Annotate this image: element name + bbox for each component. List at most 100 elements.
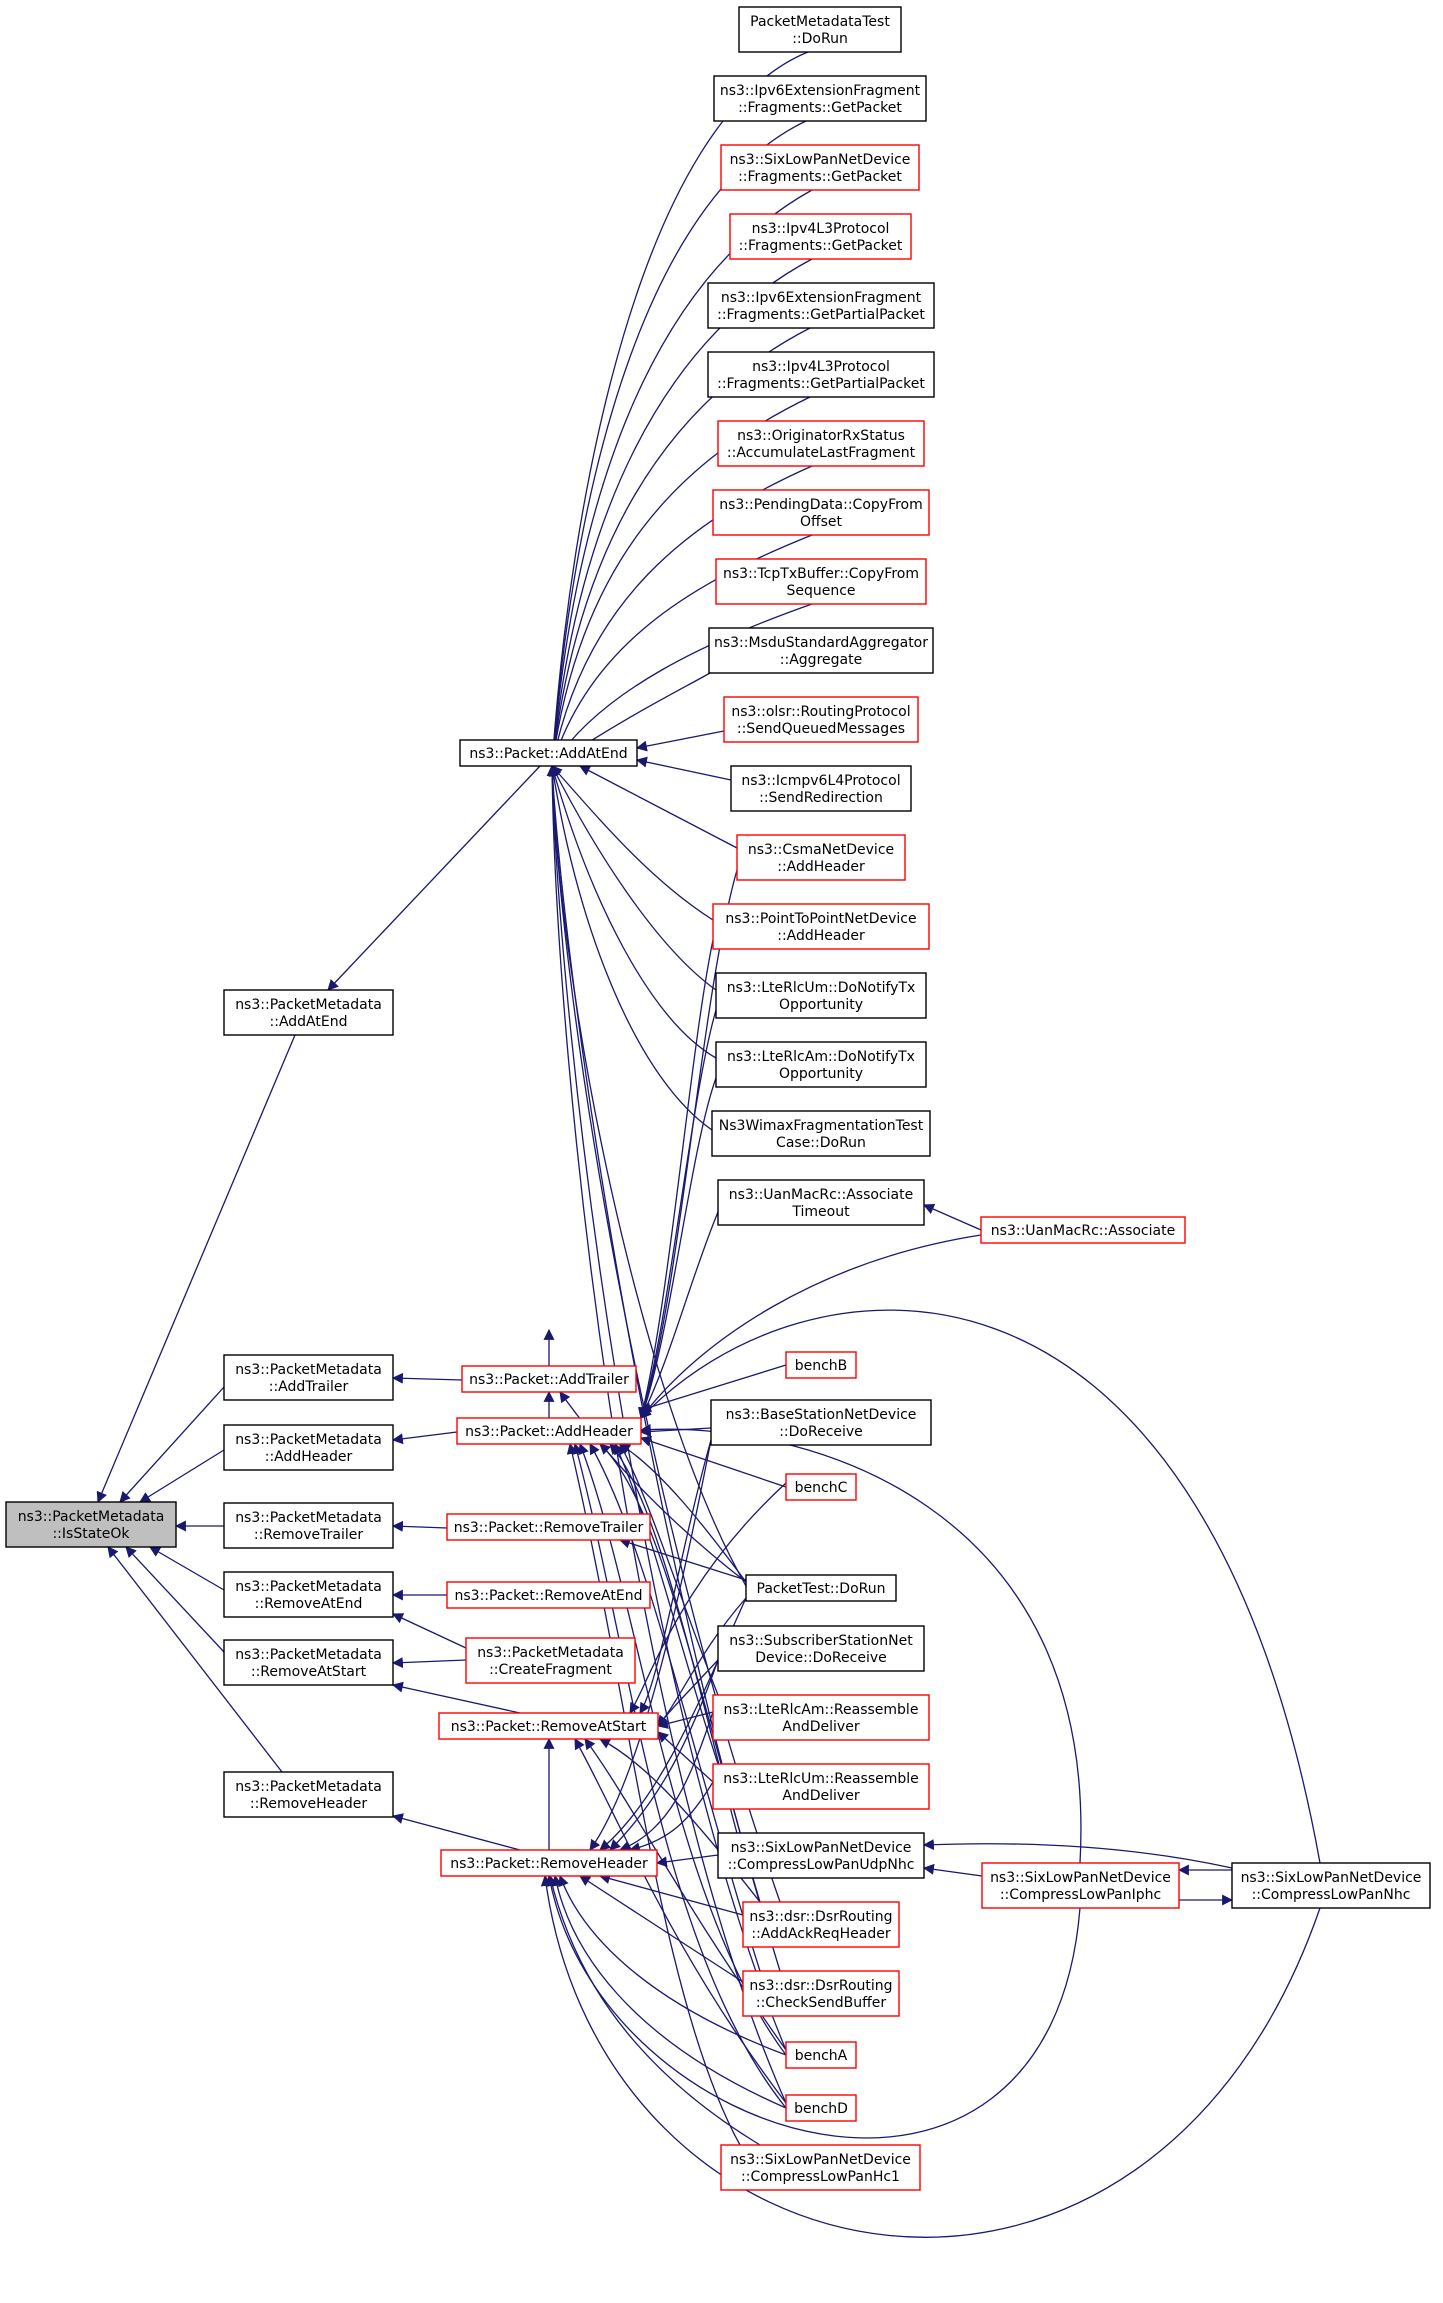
node-box: [715, 558, 927, 605]
node-sixlow-iphc[interactable]: ns3::SixLowPanNetDevice::CompressLowPanI…: [981, 1862, 1180, 1909]
node-box: [712, 489, 930, 536]
node-label: ns3::LteRlcAm::DoNotifyTx: [727, 1049, 915, 1065]
node-packet-test-do-run[interactable]: PacketTest::DoRun: [745, 1574, 897, 1602]
node-label: Sequence: [786, 583, 855, 599]
node-dsr-check-send[interactable]: ns3::dsr::DsrRouting::CheckSendBuffer: [742, 1970, 900, 2017]
node-is-state-ok[interactable]: ns3::PacketMetadata::IsStateOk: [5, 1501, 177, 1548]
node-pm-remove-at-end[interactable]: ns3::PacketMetadata::RemoveAtEnd: [223, 1571, 394, 1618]
node-label: ns3::Packet::RemoveAtStart: [451, 1719, 647, 1735]
node-ipv6-ext-get-partial[interactable]: ns3::Ipv6ExtensionFragment::Fragments::G…: [707, 282, 935, 329]
node-sixlow-hc1[interactable]: ns3::SixLowPanNetDevice::CompressLowPanH…: [720, 2144, 921, 2191]
node-p-remove-at-start[interactable]: ns3::Packet::RemoveAtStart: [438, 1712, 659, 1740]
node-box: [736, 834, 906, 881]
node-box: [223, 1354, 394, 1401]
node-sixlow-udp-nhc[interactable]: ns3::SixLowPanNetDevice::CompressLowPanU…: [717, 1832, 925, 1879]
node-label: ::CompressLowPanHc1: [741, 2169, 900, 2185]
node-bs-do-receive[interactable]: ns3::BaseStationNetDevice::DoReceive: [710, 1399, 932, 1446]
node-label: ns3::Ipv4L3Protocol: [752, 221, 890, 237]
node-p-remove-header[interactable]: ns3::Packet::RemoveHeader: [440, 1849, 658, 1877]
node-box: [707, 351, 935, 398]
edge-pm-create-fragment-to-pm-remove-at-start: [391, 1657, 467, 1669]
node-ss-do-receive[interactable]: ns3::SubscriberStationNetDevice::DoRecei…: [717, 1625, 925, 1672]
node-label: ns3::PacketMetadata: [235, 1362, 382, 1378]
node-p2p-add-header[interactable]: ns3::PointToPointNetDevice::AddHeader: [712, 903, 930, 950]
node-icmpv6-send-redirection[interactable]: ns3::Icmpv6L4Protocol::SendRedirection: [730, 765, 912, 812]
node-label: Device::DoReceive: [755, 1650, 886, 1666]
node-pm-remove-at-start[interactable]: ns3::PacketMetadata::RemoveAtStart: [223, 1639, 394, 1686]
edge-bench-d-to-remove-header: [551, 1874, 787, 2109]
node-box: [710, 1399, 932, 1446]
node-label: ::IsStateOk: [52, 1526, 130, 1542]
node-originator-accumulate[interactable]: ns3::OriginatorRxStatus::AccumulateLastF…: [717, 420, 925, 467]
node-p-remove-at-end[interactable]: ns3::Packet::RemoveAtEnd: [446, 1581, 651, 1609]
node-box: [711, 1110, 931, 1157]
node-bench-b[interactable]: benchB: [785, 1351, 857, 1379]
node-bench-c[interactable]: benchC: [785, 1473, 857, 1501]
edge-lte-am-to-add-header: [639, 1077, 717, 1420]
node-label: ns3::PacketMetadata: [235, 997, 382, 1013]
node-layer: ns3::PacketMetadata::IsStateOkns3::Packe…: [5, 6, 1431, 2191]
node-pm-add-header[interactable]: ns3::PacketMetadata::AddHeader: [223, 1424, 394, 1471]
edge-p-add-trailer-to-pm-add-trailer: [391, 1372, 463, 1384]
node-ipv6-ext-get-packet[interactable]: ns3::Ipv6ExtensionFragment::Fragments::G…: [713, 75, 927, 122]
node-label: ::AddHeader: [777, 928, 865, 944]
node-sixlow-nhc[interactable]: ns3::SixLowPanNetDevice::CompressLowPanN…: [1231, 1862, 1431, 1909]
node-olsr-send-queued[interactable]: ns3::olsr::RoutingProtocol::SendQueuedMe…: [723, 696, 919, 743]
node-bench-d[interactable]: benchD: [785, 2094, 857, 2122]
node-box: [980, 1216, 1186, 1244]
edge-packet-test-to-remove-trailer: [618, 1537, 747, 1581]
node-box: [720, 2144, 921, 2191]
edge-ss-receive-to-remove-header: [609, 1659, 719, 1851]
node-label: Opportunity: [779, 997, 863, 1013]
edge-pm-remove-header-to-is-state-ok: [107, 1546, 283, 1773]
node-sixlow-get-packet[interactable]: ns3::SixLowPanNetDevice::Fragments::GetP…: [720, 144, 920, 191]
node-label: ns3::SixLowPanNetDevice: [1241, 1870, 1422, 1886]
edge-packet-test-to-add-trailer: [559, 1391, 747, 1583]
node-box: [717, 1179, 925, 1226]
node-csma-add-header[interactable]: ns3::CsmaNetDevice::AddHeader: [736, 834, 906, 881]
node-box: [223, 989, 394, 1036]
node-box: [446, 1513, 651, 1541]
edge-p2p-to-add-at-end: [551, 765, 714, 921]
node-box: [742, 1901, 900, 1948]
node-ipv4l3-get-partial[interactable]: ns3::Ipv4L3Protocol::Fragments::GetParti…: [707, 351, 935, 398]
node-ipv4l3-get-packet[interactable]: ns3::Ipv4L3Protocol::Fragments::GetPacke…: [729, 213, 912, 260]
edge-bs-receive-to-remove-at-start: [639, 1439, 712, 1714]
node-pm-create-fragment[interactable]: ns3::PacketMetadata::CreateFragment: [465, 1637, 636, 1684]
node-box: [712, 1694, 930, 1741]
node-label: ns3::LteRlcUm::DoNotifyTx: [727, 980, 916, 996]
node-pm-add-at-end[interactable]: ns3::PacketMetadata::AddAtEnd: [223, 989, 394, 1036]
node-label: Timeout: [791, 1204, 850, 1220]
node-pm-remove-trailer[interactable]: ns3::PacketMetadata::RemoveTrailer: [223, 1502, 394, 1549]
node-msdu-aggregate[interactable]: ns3::MsduStandardAggregator::Aggregate: [708, 627, 934, 674]
node-box: [715, 1041, 927, 1088]
node-pmt-do-run[interactable]: PacketMetadataTest::DoRun: [738, 6, 902, 53]
node-dsr-add-ack[interactable]: ns3::dsr::DsrRouting::AddAckReqHeader: [742, 1901, 900, 1948]
node-label: ::Fragments::GetPacket: [738, 169, 902, 185]
node-label: ns3::Packet::AddAtEnd: [469, 746, 627, 762]
node-label: ::CreateFragment: [489, 1662, 612, 1678]
node-pm-add-trailer[interactable]: ns3::PacketMetadata::AddTrailer: [223, 1354, 394, 1401]
node-pm-remove-header[interactable]: ns3::PacketMetadata::RemoveHeader: [223, 1771, 394, 1818]
node-box: [461, 1365, 637, 1393]
node-p-add-at-end[interactable]: ns3::Packet::AddAtEnd: [459, 739, 638, 767]
node-bench-a[interactable]: benchA: [785, 2041, 857, 2069]
edge-pm-remove-at-end-to-is-state-ok: [149, 1546, 225, 1591]
edge-pm-add-trailer-to-is-state-ok: [119, 1386, 225, 1503]
node-uan-associate[interactable]: ns3::UanMacRc::Associate: [980, 1216, 1186, 1244]
node-p-remove-trailer[interactable]: ns3::Packet::RemoveTrailer: [446, 1513, 651, 1541]
node-label: ns3::BaseStationNetDevice: [726, 1407, 917, 1423]
node-label: AndDeliver: [782, 1719, 859, 1735]
node-p-add-header[interactable]: ns3::Packet::AddHeader: [456, 1417, 642, 1445]
edge-pm-create-fragment-to-pm-remove-at-end: [392, 1613, 467, 1649]
node-p-add-trailer[interactable]: ns3::Packet::AddTrailer: [461, 1365, 637, 1393]
node-box: [742, 1970, 900, 2017]
